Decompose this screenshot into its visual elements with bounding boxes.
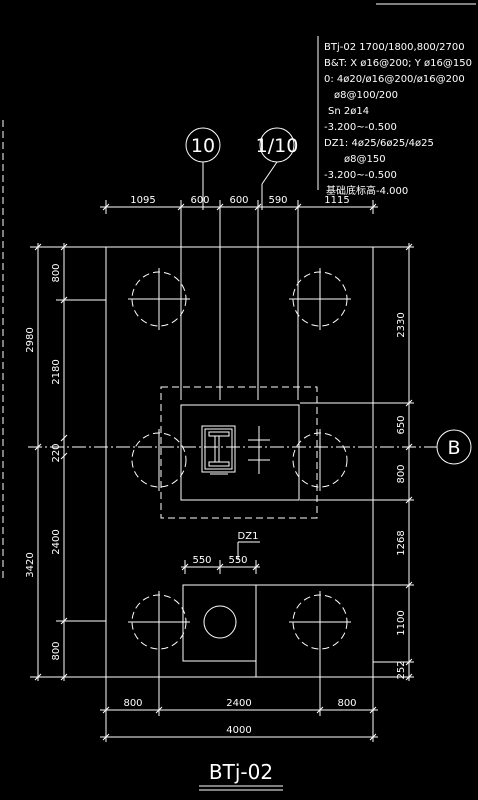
right-dimension: 2330 650 800 1268 1100 252 [396, 243, 413, 681]
note-line: 基础底标高-4.000 [326, 184, 408, 197]
dim-label: 2180 [51, 359, 62, 384]
axis-label: B [447, 437, 460, 459]
pile-mid-left [131, 429, 187, 491]
note-line: ø8@150 [344, 154, 386, 165]
drawing-title: BTj-02 [199, 760, 283, 791]
dim-label: 1115 [324, 195, 349, 206]
left-outer-dimension: 2980 3420 [25, 243, 42, 681]
dim-label: 2400 [51, 529, 62, 554]
pile-top-right [289, 268, 351, 330]
dim-label: 252 [396, 660, 407, 679]
total-dimension: 4000 [100, 725, 378, 741]
dim-label: 800 [123, 698, 142, 709]
axis-label: 10 [191, 135, 215, 157]
dim-label: 600 [190, 195, 209, 206]
title-text: BTj-02 [209, 760, 273, 784]
dim-label: 1100 [396, 610, 407, 635]
note-line: -3.200~-0.500 [324, 170, 397, 181]
top-dimension: 1095 600 600 590 1115 [100, 195, 378, 214]
central-dashed-zone [160, 386, 318, 519]
dim-label: 2400 [226, 698, 251, 709]
note-line: DZ1: 4ø25/6ø25/4ø25 [324, 138, 434, 149]
dim-label: 800 [396, 464, 407, 483]
dim-label: 650 [396, 415, 407, 434]
grid-axis-10: 10 [185, 127, 221, 210]
dim-label: 220 [51, 443, 62, 462]
dim-label: 590 [268, 195, 287, 206]
pile-top-left [128, 268, 190, 330]
notes-block: BTj-02 1700/1800,800/2700 B&T: X ø16@200… [317, 36, 472, 197]
grid-axis-1-10: 1/10 [256, 127, 299, 210]
dim-label: 800 [337, 698, 356, 709]
dim-label: 2330 [396, 312, 407, 337]
dim-label: 3420 [25, 552, 36, 577]
dim-label: 600 [229, 195, 248, 206]
central-pedestal [180, 404, 300, 501]
dim-label: 550 [192, 555, 211, 566]
pile-bottom-left [128, 591, 190, 653]
dim-label: 800 [51, 641, 62, 660]
left-inner-dimension: 800 2180 220 2400 800 [51, 243, 106, 681]
bottom-dimension: 800 2400 800 [100, 698, 378, 714]
axis-label: 1/10 [256, 135, 299, 157]
dim-label: 1095 [130, 195, 155, 206]
note-line: BTj-02 1700/1800,800/2700 [324, 42, 465, 53]
note-line: B&T: X ø16@200; Y ø16@150 [324, 58, 472, 69]
column-label: DZ1 [238, 531, 259, 542]
axis-lead [261, 161, 278, 185]
dim-label: 1268 [396, 530, 407, 555]
dim-label: 4000 [226, 725, 251, 736]
steel-column [201, 425, 270, 475]
note-line: ø8@100/200 [334, 90, 398, 101]
note-line: Sn 2ø14 [328, 106, 369, 117]
pile-bottom-right [289, 591, 351, 653]
note-line: -3.200~-0.500 [324, 122, 397, 133]
pile-mid-right [292, 429, 348, 491]
dim-label: 800 [51, 263, 62, 282]
note-line: 0: 4ø20/ø16@200/ø16@200 [324, 74, 465, 85]
dim-label: 2980 [25, 327, 36, 352]
dz1-column: 550 550 DZ1 [181, 531, 260, 677]
pile-cap-outline [105, 246, 374, 678]
dim-label: 550 [228, 555, 247, 566]
